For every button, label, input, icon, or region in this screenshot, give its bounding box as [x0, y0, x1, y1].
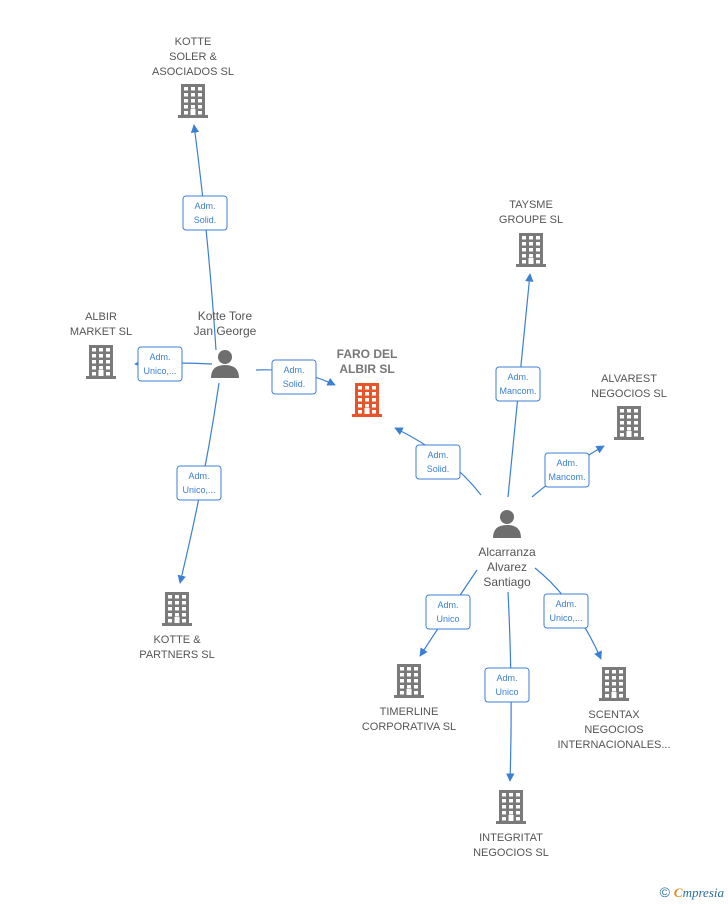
- node-integritat[interactable]: INTEGRITAT NEGOCIOS SL: [473, 790, 549, 859]
- edge-label-text: Unico: [495, 687, 518, 697]
- person-icon: [493, 510, 521, 538]
- node-scentax[interactable]: SCENTAX NEGOCIOS INTERNACIONALES...: [557, 667, 671, 751]
- node-label-integritat: INTEGRITAT: [479, 832, 543, 844]
- edge-label-text: Mancom.: [548, 472, 585, 482]
- edge-label-text: Unico,...: [143, 366, 176, 376]
- node-label-kotte-soler: ASOCIADOS SL: [152, 66, 234, 78]
- edge-label-box[interactable]: [176, 465, 222, 501]
- edge-label-box[interactable]: [484, 667, 530, 703]
- node-label-scentax: NEGOCIOS: [584, 724, 643, 736]
- node-albir-market[interactable]: ALBIR MARKET SL: [70, 311, 132, 379]
- edge-label-kotte-tore-to-kotte-soler[interactable]: Adm. Solid.: [182, 195, 228, 231]
- node-label-faro-albir: FARO DEL: [337, 347, 398, 361]
- node-label-taysme: TAYSME: [509, 199, 553, 211]
- node-label-albir-market: ALBIR: [85, 311, 117, 323]
- copyright-icon: ©: [659, 884, 670, 900]
- edge-label-alcarranza-to-faro-albir[interactable]: Adm. Solid.: [415, 444, 461, 480]
- edge-label-box[interactable]: [271, 359, 317, 395]
- brand-initial: C: [673, 885, 683, 900]
- edge-kotte-tore-to-kotte-soler: [190, 124, 217, 351]
- node-kotte-partners[interactable]: KOTTE & PARTNERS SL: [139, 592, 215, 661]
- node-label-timerline: CORPORATIVA SL: [362, 721, 456, 733]
- edge-label-alcarranza-to-scentax[interactable]: Adm. Unico,...: [543, 593, 589, 629]
- edge-label-kotte-tore-to-albir-market[interactable]: Adm. Unico,...: [137, 346, 183, 382]
- edge-label-box[interactable]: [543, 593, 589, 629]
- node-label-alvarest: ALVAREST: [601, 373, 657, 385]
- node-label-faro-albir: ALBIR SL: [339, 362, 394, 376]
- edge-label-text: Adm.: [555, 599, 576, 609]
- edge-label-text: Adm.: [437, 600, 458, 610]
- building-icon: [496, 790, 526, 824]
- node-taysme[interactable]: TAYSME GROUPE SL: [499, 199, 563, 267]
- edge-label-box[interactable]: [182, 195, 228, 231]
- node-alvarest[interactable]: ALVAREST NEGOCIOS SL: [591, 373, 667, 440]
- edge-label-text: Adm.: [194, 201, 215, 211]
- edge-label-text: Solid.: [194, 215, 217, 225]
- node-kotte-soler[interactable]: KOTTE SOLER & ASOCIADOS SL: [152, 36, 234, 118]
- edge-label-box[interactable]: [415, 444, 461, 480]
- node-label-alcarranza: Alcarranza: [478, 545, 536, 559]
- brand-name: mpresia: [682, 885, 724, 900]
- building-icon: [86, 345, 116, 379]
- edge-label-alcarranza-to-integritat[interactable]: Adm. Unico: [484, 667, 530, 703]
- node-label-alvarest: NEGOCIOS SL: [591, 388, 667, 400]
- node-label-albir-market: MARKET SL: [70, 326, 132, 338]
- edge-label-text: Solid.: [283, 379, 306, 389]
- building-icon: [516, 233, 546, 267]
- edge-label-text: Solid.: [427, 464, 450, 474]
- edge-label-box[interactable]: [495, 366, 541, 402]
- edge-label-alcarranza-to-alvarest[interactable]: Adm. Mancom.: [544, 452, 590, 488]
- node-label-kotte-partners: KOTTE &: [153, 634, 201, 646]
- node-label-kotte-soler: SOLER &: [169, 51, 217, 63]
- node-label-scentax: SCENTAX: [588, 709, 640, 721]
- person-icon: [211, 350, 239, 378]
- edge-label-alcarranza-to-taysme[interactable]: Adm. Mancom.: [495, 366, 541, 402]
- edge-label-kotte-tore-to-faro-albir[interactable]: Adm. Solid.: [271, 359, 317, 395]
- building-icon: [352, 383, 382, 417]
- edge-label-text: Unico,...: [549, 613, 582, 623]
- building-icon: [394, 664, 424, 698]
- node-label-timerline: TIMERLINE: [380, 706, 439, 718]
- node-label-scentax: INTERNACIONALES...: [557, 739, 670, 751]
- edge-label-box[interactable]: [137, 346, 183, 382]
- edge-label-text: Unico: [436, 614, 459, 624]
- edge-label-text: Mancom.: [499, 386, 536, 396]
- edge-label-box[interactable]: [544, 452, 590, 488]
- edge-label-box[interactable]: [425, 594, 471, 630]
- node-label-integritat: NEGOCIOS SL: [473, 847, 549, 859]
- edge-label-text: Adm.: [496, 673, 517, 683]
- edge-label-text: Adm.: [283, 365, 304, 375]
- node-label-kotte-partners: PARTNERS SL: [139, 649, 214, 661]
- edge-label-kotte-tore-to-kotte-partners[interactable]: Adm. Unico,...: [176, 465, 222, 501]
- node-label-kotte-tore: Kotte Tore: [198, 309, 253, 323]
- edge-label-text: Adm.: [556, 458, 577, 468]
- building-icon: [162, 592, 192, 626]
- node-label-taysme: GROUPE SL: [499, 214, 563, 226]
- node-timerline[interactable]: TIMERLINE CORPORATIVA SL: [362, 664, 456, 733]
- edge-label-text: Adm.: [188, 471, 209, 481]
- node-label-kotte-tore: Jan George: [194, 324, 257, 338]
- edge-label-text: Adm.: [149, 352, 170, 362]
- brand-footer: ©Cmpresia: [660, 884, 724, 901]
- building-icon: [178, 84, 208, 118]
- node-label-alcarranza: Santiago: [483, 575, 531, 589]
- node-label-alcarranza: Alvarez: [487, 560, 527, 574]
- edge-label-text: Adm.: [427, 450, 448, 460]
- edge-label-alcarranza-to-timerline[interactable]: Adm. Unico: [425, 594, 471, 630]
- edge-label-text: Unico,...: [182, 485, 215, 495]
- building-icon: [614, 406, 644, 440]
- node-label-kotte-soler: KOTTE: [175, 36, 212, 48]
- building-icon: [599, 667, 629, 701]
- edge-label-text: Adm.: [507, 372, 528, 382]
